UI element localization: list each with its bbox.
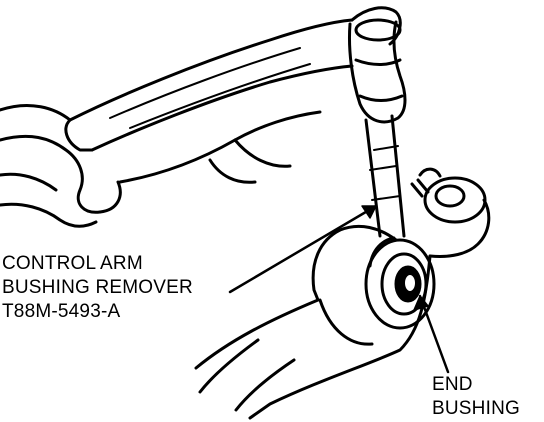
tool-label-line-3: T88M-5493-A	[2, 301, 121, 322]
tool-label-line-1: CONTROL ARM	[2, 253, 143, 274]
tool-label-line-2: BUSHING REMOVER	[2, 277, 193, 298]
part-label-line-2: BUSHING	[432, 398, 520, 419]
tool-shaft	[364, 114, 406, 238]
leader-line-tool	[228, 204, 378, 294]
ratchet-head	[348, 18, 407, 124]
part-label-line-1: END	[432, 374, 473, 395]
tool-callout-label: CONTROL ARM BUSHING REMOVER T88M-5493-A	[2, 252, 193, 324]
part-callout-label: END BUSHING	[432, 373, 520, 421]
hand	[0, 6, 402, 228]
ratchet-handle	[64, 18, 354, 152]
end-bushing	[364, 236, 436, 330]
ball-joint	[410, 167, 491, 258]
leader-line-bushing	[413, 294, 450, 374]
